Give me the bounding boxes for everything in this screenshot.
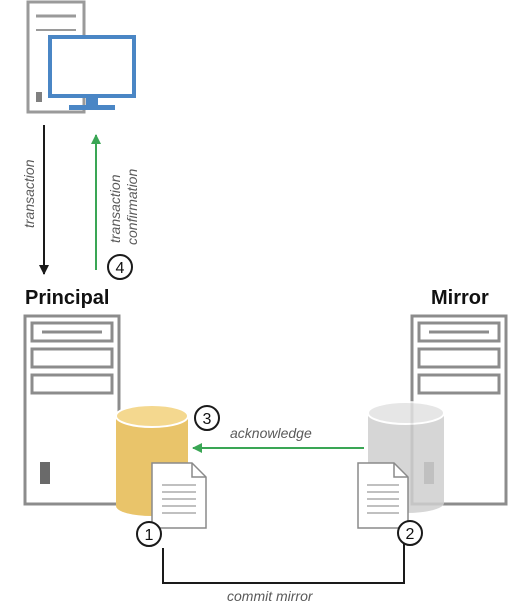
principal-server-icon: [23, 314, 121, 506]
commit-mirror-label: commit mirror: [227, 588, 314, 604]
principal-document-icon: [151, 462, 207, 529]
monitor-icon: [48, 35, 136, 110]
step-3-number: 3: [203, 411, 212, 428]
principal-title: Principal: [25, 287, 109, 309]
mirror-document-icon: [357, 462, 409, 529]
acknowledge-label: acknowledge: [230, 425, 312, 441]
step-1-number: 1: [145, 527, 154, 544]
step-4-number: 4: [116, 260, 125, 277]
client-computer-icon: [26, 0, 136, 114]
step-3-badge: 3: [194, 405, 220, 431]
step-2-badge: 2: [397, 520, 423, 546]
confirmation-label-line1: transaction: [107, 174, 123, 243]
step-1-badge: 1: [136, 521, 162, 547]
client-tower-light: [36, 92, 42, 102]
step-2-number: 2: [406, 526, 415, 543]
mirror-title: Mirror: [431, 287, 489, 309]
step-4-badge: 4: [107, 254, 133, 280]
confirmation-label-line2: confirmation: [124, 169, 140, 245]
transaction-label: transaction: [21, 159, 37, 228]
commit-mirror-arrow: [162, 527, 409, 584]
